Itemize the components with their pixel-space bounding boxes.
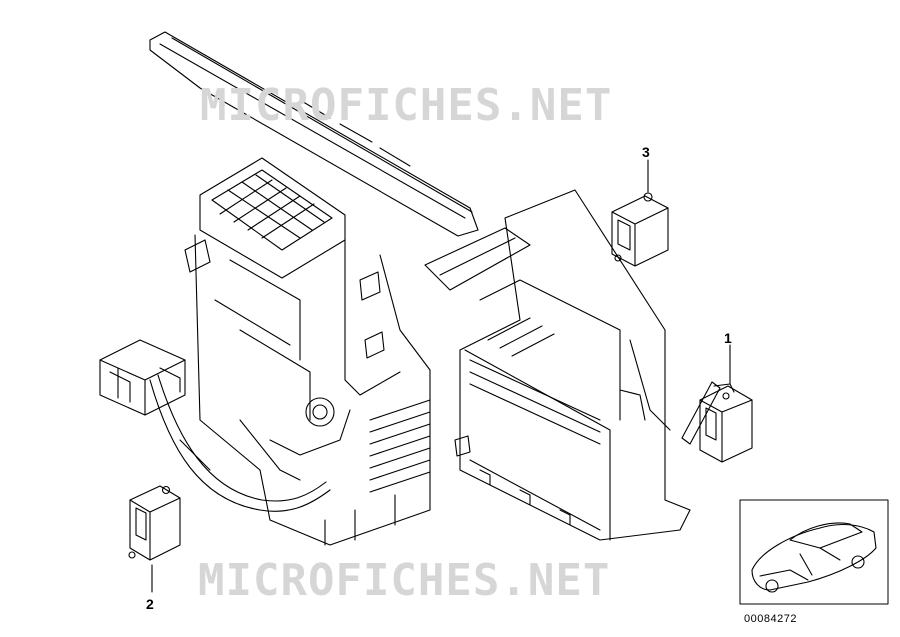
watermark-top: MICROFICHES.NET (200, 80, 613, 131)
vehicle-inset (739, 499, 889, 605)
callout-part-3: 3 (642, 144, 650, 160)
diagram-id: 00084272 (744, 613, 797, 625)
heater-housing (99, 31, 479, 546)
evaporator-housing (424, 189, 691, 541)
callout-part-1: 1 (724, 330, 732, 346)
actuator-part-3 (611, 159, 669, 267)
watermark-bottom: MICROFICHES.NET (198, 555, 611, 606)
callout-part-2: 2 (146, 596, 154, 612)
actuator-part-1 (681, 344, 753, 463)
actuator-part-2 (128, 485, 181, 593)
